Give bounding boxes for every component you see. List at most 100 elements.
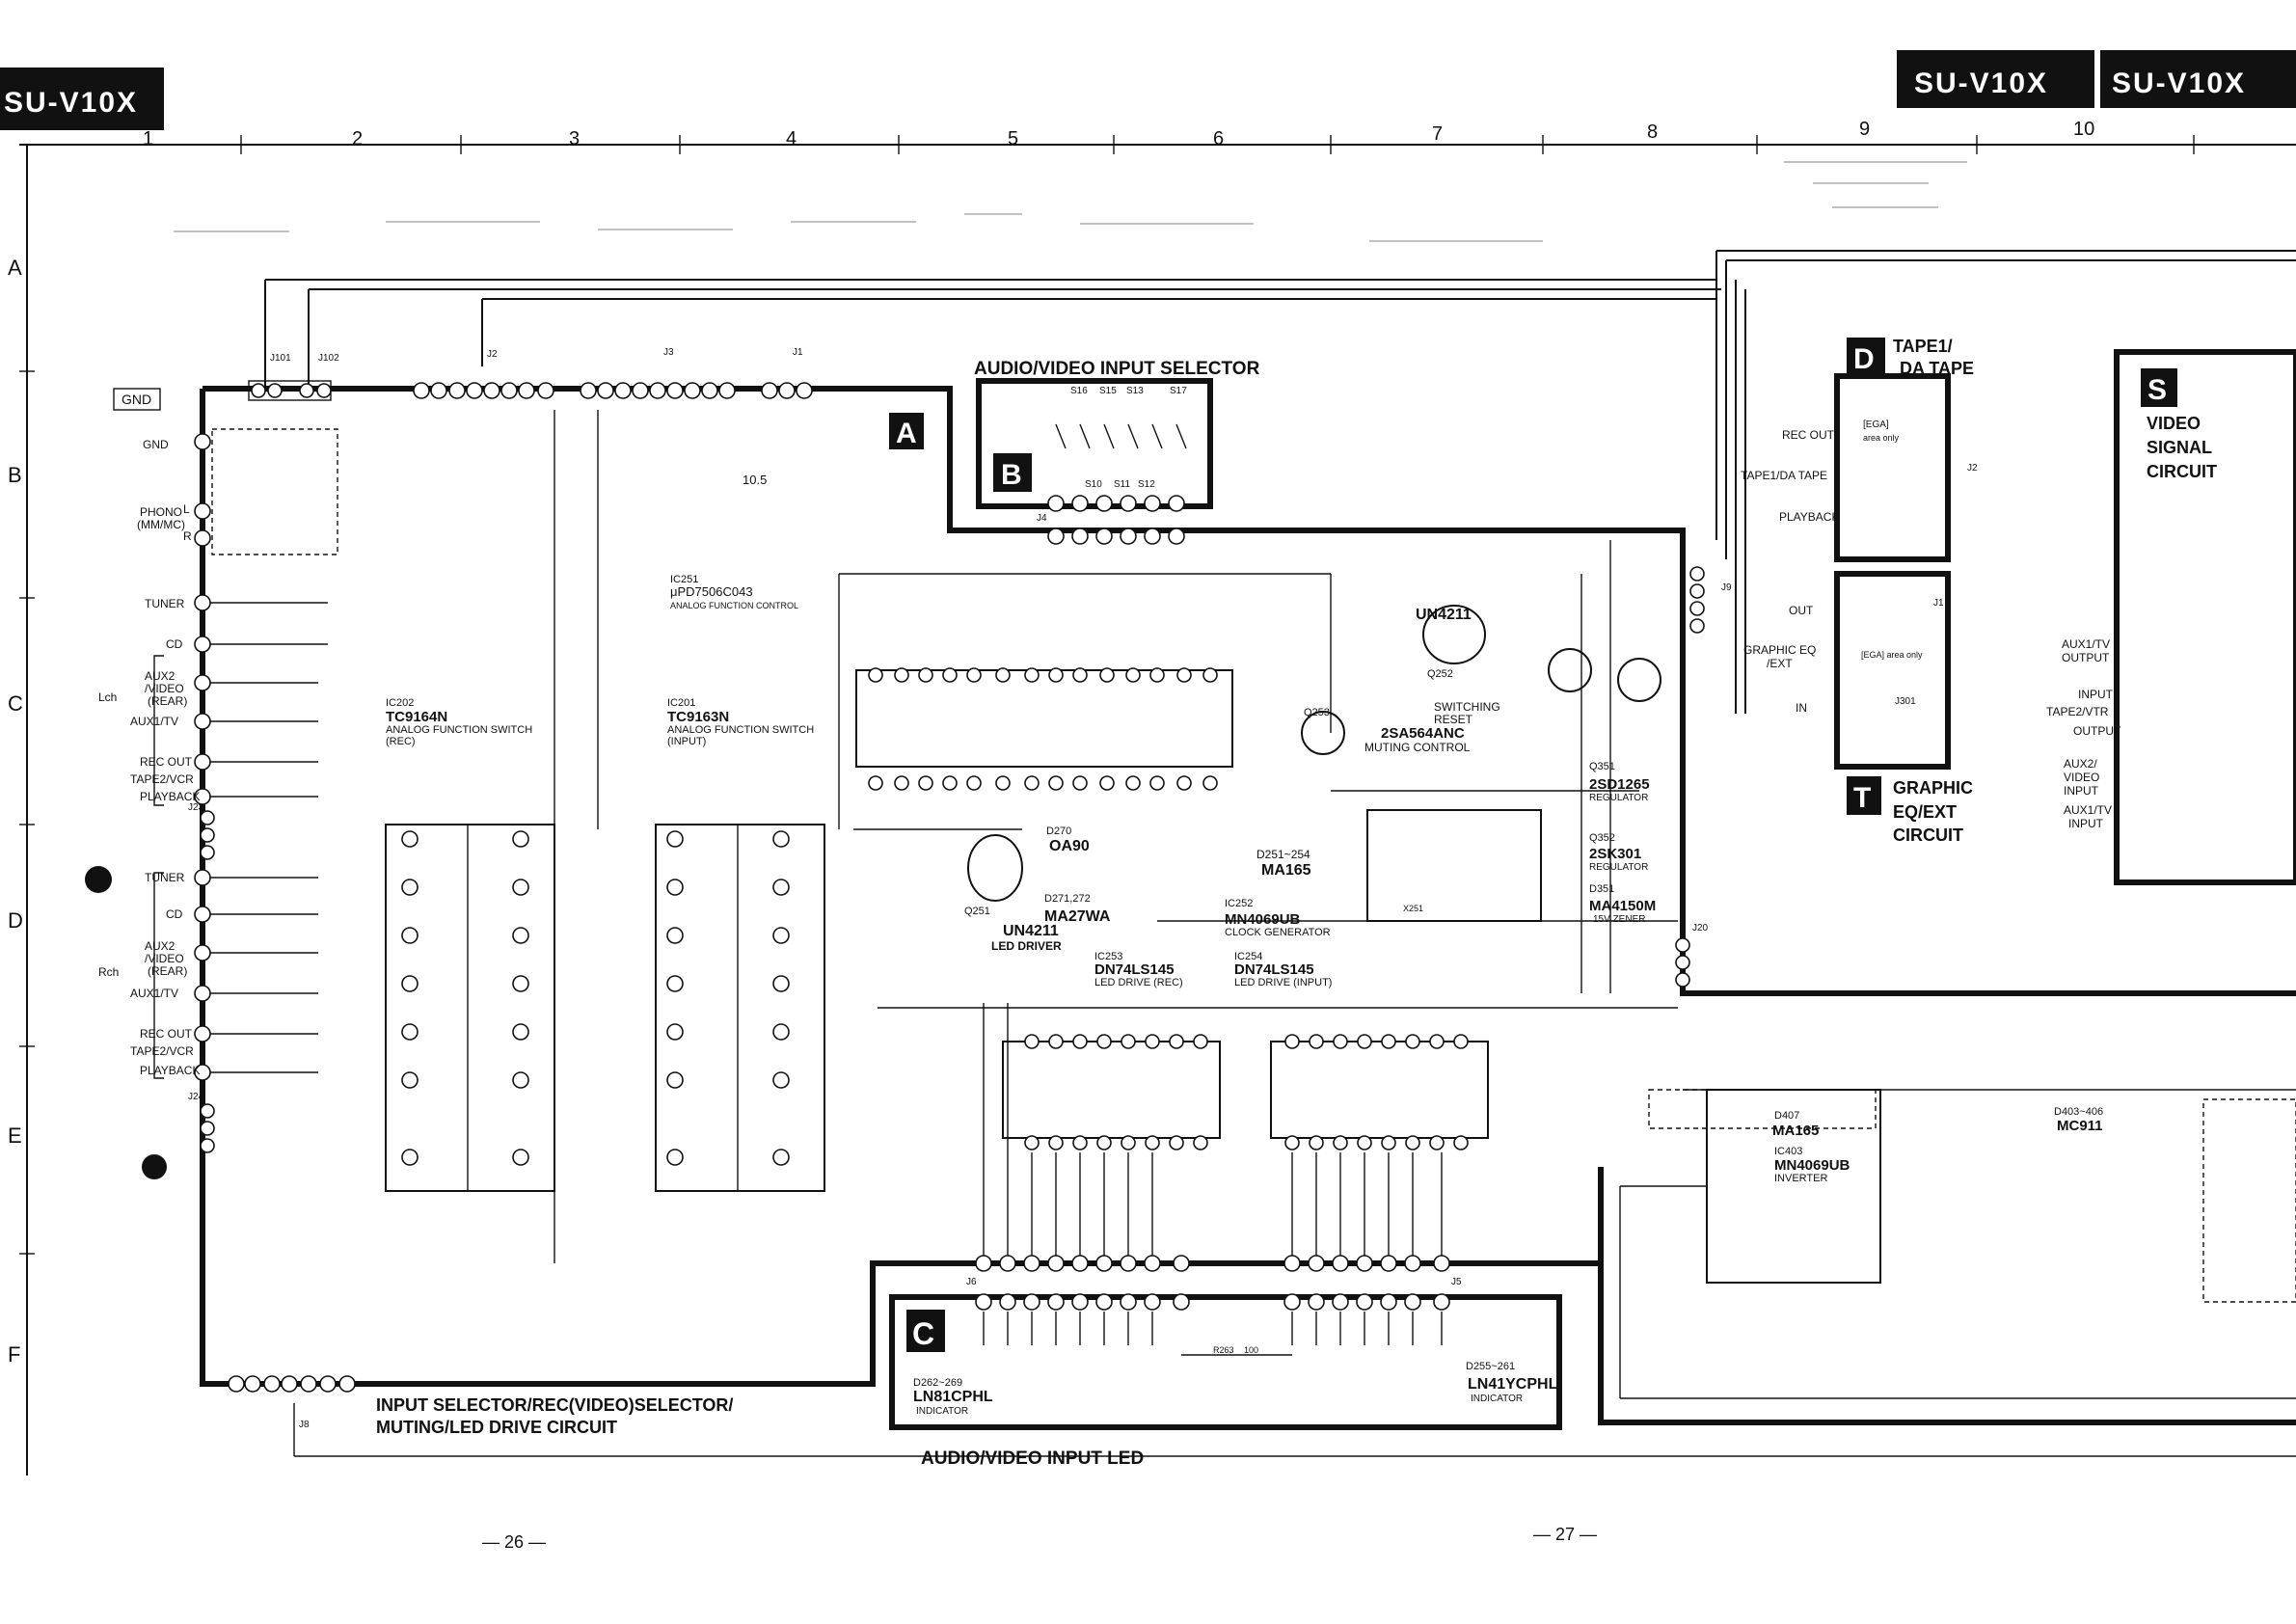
ic201-switch-array: [655, 824, 825, 1192]
svg-text:R: R: [183, 529, 192, 543]
section-b: B AUDIO/VIDEO INPUT SELECTOR: [974, 359, 1260, 509]
section-s: S VIDEO SIGNAL CIRCUIT: [2114, 349, 2296, 885]
svg-text:TAPE1/DA TAPE: TAPE1/DA TAPE: [1741, 469, 1827, 482]
col-5: 5: [1008, 128, 1018, 149]
svg-text:SU-V10X: SU-V10X: [2112, 68, 2246, 99]
svg-text:VIDEO: VIDEO: [2064, 771, 2099, 784]
model-badge-left: SU-V10X: [0, 68, 164, 130]
middle-bus-wires: [293, 410, 2296, 1457]
svg-text:CD: CD: [166, 637, 183, 651]
svg-text:INPUT SELECTOR/REC(VIDEO)SELEC: INPUT SELECTOR/REC(VIDEO)SELECTOR/: [376, 1395, 733, 1415]
svg-text:GND: GND: [122, 392, 151, 407]
svg-text:J23: J23: [188, 802, 204, 813]
svg-text:ANALOG FUNCTION CONTROL: ANALOG FUNCTION CONTROL: [670, 601, 798, 610]
col-6: 6: [1213, 128, 1224, 149]
svg-text:J9: J9: [1721, 582, 1732, 593]
svg-text:/EXT: /EXT: [1767, 657, 1793, 670]
connector-j1: J1: [761, 347, 813, 399]
svg-text:IC201: IC201: [667, 697, 695, 709]
svg-text:TAPE2/VCR: TAPE2/VCR: [130, 1044, 194, 1058]
svg-text:μPD7506C043: μPD7506C043: [670, 584, 753, 599]
svg-text:AUX1/TV: AUX1/TV: [2062, 637, 2110, 651]
svg-text:J6: J6: [966, 1277, 977, 1287]
connector-j6: J6: [966, 1255, 1190, 1311]
selector-switches: S16 S15 S13 S17 S10 S11 S12: [1055, 386, 1187, 490]
svg-text:D: D: [1853, 343, 1875, 375]
svg-text:J2: J2: [1967, 463, 1978, 474]
col-3: 3: [569, 128, 580, 149]
svg-text:IC254: IC254: [1234, 951, 1262, 962]
ic-labels-left: IC202 TC9164N ANALOG FUNCTION SWITCH (RE…: [386, 473, 814, 747]
svg-text:ANALOG FUNCTION SWITCH: ANALOG FUNCTION SWITCH: [667, 724, 814, 736]
svg-text:MN4069UB: MN4069UB: [1225, 911, 1301, 928]
connector-j9: J9: [1689, 566, 1732, 634]
svg-text:C: C: [912, 1316, 934, 1351]
semi-labels: Q251 UN4211 LED DRIVER Q252 UN4211 SWITC…: [913, 607, 2103, 1417]
svg-text:S: S: [2147, 374, 2167, 406]
svg-text:S16: S16: [1070, 386, 1088, 396]
left-jacks: [85, 428, 338, 1179]
svg-text:IN: IN: [1796, 701, 1807, 715]
section-c: C AUDIO/VIDEO INPUT LED: [889, 1294, 1562, 1469]
svg-text:Q251: Q251: [964, 906, 990, 917]
svg-text:CD: CD: [166, 907, 183, 921]
svg-text:MA27WA: MA27WA: [1044, 908, 1111, 925]
svg-text:INDICATOR: INDICATOR: [1471, 1394, 1523, 1404]
svg-text:GRAPHIC EQ: GRAPHIC EQ: [1743, 643, 1816, 657]
svg-text:D262~269: D262~269: [913, 1377, 962, 1389]
transistor-q351: [1548, 648, 1592, 692]
svg-text:J3: J3: [663, 347, 674, 358]
svg-text:MN4069UB: MN4069UB: [1774, 1157, 1850, 1174]
svg-text:AUDIO/VIDEO INPUT LED: AUDIO/VIDEO INPUT LED: [921, 1448, 1144, 1469]
svg-text:MC911: MC911: [2057, 1118, 2103, 1134]
svg-text:OUT: OUT: [1789, 604, 1814, 617]
svg-text:[EGA] area only: [EGA] area only: [1861, 650, 1923, 660]
svg-text:J1: J1: [793, 347, 803, 358]
svg-text:— 26 —: — 26 —: [482, 1532, 546, 1552]
svg-text:T: T: [1853, 782, 1871, 814]
connector-j1b: J1 J2 J301: [1895, 463, 1978, 707]
svg-text:D271,272: D271,272: [1044, 893, 1091, 905]
svg-text:MUTING CONTROL: MUTING CONTROL: [1364, 741, 1471, 754]
svg-text:PLAYBACK: PLAYBACK: [140, 1064, 200, 1077]
svg-text:S12: S12: [1138, 479, 1155, 490]
svg-text:D407: D407: [1774, 1110, 1799, 1122]
svg-text:[EGA]: [EGA]: [1863, 420, 1889, 430]
svg-text:INVERTER: INVERTER: [1774, 1173, 1827, 1184]
ic251-controller: [855, 667, 1233, 791]
frame: [19, 135, 2296, 1475]
svg-text:(MM/MC): (MM/MC): [137, 518, 185, 531]
svg-text:AUX1/TV: AUX1/TV: [130, 987, 178, 1000]
svg-text:J8: J8: [299, 1420, 310, 1430]
svg-text:MA165: MA165: [1261, 862, 1311, 879]
svg-text:TAPE1/: TAPE1/: [1893, 337, 1953, 356]
svg-text:IC403: IC403: [1774, 1146, 1802, 1157]
connector-j8: J8: [228, 1375, 356, 1430]
svg-text:AUDIO/VIDEO INPUT SELECTOR: AUDIO/VIDEO INPUT SELECTOR: [974, 359, 1260, 379]
col-2: 2: [352, 128, 363, 149]
svg-text:D255~261: D255~261: [1466, 1361, 1515, 1372]
svg-text:TC9163N: TC9163N: [667, 709, 729, 725]
svg-text:REC OUT: REC OUT: [140, 755, 193, 769]
svg-text:CLOCK GENERATOR: CLOCK GENERATOR: [1225, 927, 1331, 938]
svg-text:GRAPHIC: GRAPHIC: [1893, 778, 1973, 798]
svg-text:IC202: IC202: [386, 697, 414, 709]
transistor-q352: [1617, 658, 1661, 702]
col-4: 4: [786, 128, 797, 149]
svg-text:INPUT: INPUT: [2078, 688, 2114, 701]
svg-text:J20: J20: [1692, 923, 1709, 934]
bleed-through: [174, 161, 1967, 242]
connector-j3: J3: [580, 347, 736, 399]
svg-text:(REC): (REC): [386, 736, 416, 747]
svg-text:INPUT: INPUT: [2064, 784, 2099, 798]
svg-text:LED DRIVE (INPUT): LED DRIVE (INPUT): [1234, 977, 1332, 988]
connector-j5: J5: [1283, 1255, 1462, 1311]
model-badge-right-1: SU-V10X: [1897, 50, 2094, 108]
svg-text:SU-V10X: SU-V10X: [1914, 68, 2048, 99]
svg-text:Rch: Rch: [98, 965, 119, 979]
board-boundaries: [200, 386, 2296, 1425]
row-a: A: [8, 256, 22, 280]
svg-text:2SA564ANC: 2SA564ANC: [1381, 725, 1465, 742]
svg-text:R263: R263: [1213, 1345, 1234, 1355]
